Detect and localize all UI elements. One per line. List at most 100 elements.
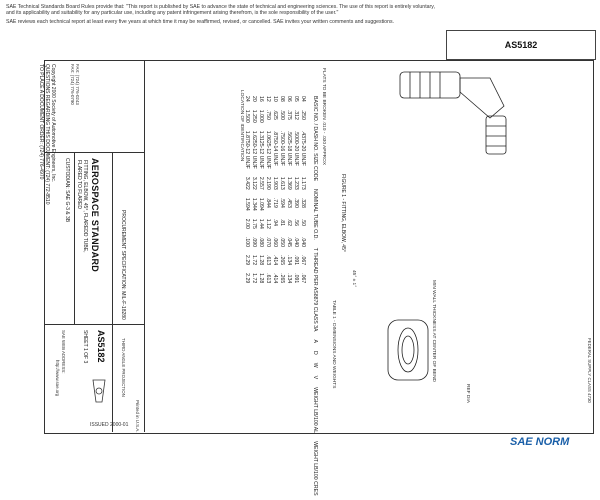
table-cell: .067 <box>300 273 306 284</box>
table-cell: .091 <box>293 273 299 284</box>
title-block <box>44 60 145 432</box>
fitting-elbow-body <box>459 77 505 119</box>
table-cell: .091 <box>293 255 299 266</box>
title-block-doc-number: AS5182 <box>96 330 106 363</box>
table-cell: .060 <box>272 236 278 248</box>
note-flats: FLATS TO BE BROKEN .010 - .030 APPROX <box>321 68 326 166</box>
table-cell: 10 <box>272 96 278 102</box>
figure-caption: FIGURE 1 - FITTING, ELBOW, 45° <box>340 174 346 252</box>
table-cell: 1.369 <box>286 176 292 190</box>
table-cell: .100 <box>244 236 250 248</box>
table-cell: 1.12 <box>265 218 271 229</box>
fitting-hex-right <box>485 115 507 155</box>
table-cell: 1.500 <box>244 109 250 123</box>
table-cell: 3.422 <box>244 176 250 190</box>
table-cell: 1.233 <box>293 176 299 190</box>
table-cell: .250 <box>300 109 306 120</box>
table-cell: 2.29 <box>244 273 250 284</box>
notice-paragraph-1: SAE Technical Standards Board Rules prov… <box>6 4 435 17</box>
table-cell: 05 <box>293 96 299 102</box>
fax-1: FAX: (724) 776-0243 <box>75 64 80 105</box>
contact-block: Copyright 2000 Society of Automotive Eng… <box>38 64 56 205</box>
table-cell: .040 <box>300 236 306 248</box>
table-cell: 2.00 <box>244 218 250 229</box>
federal-supply-class: FEDERAL SUPPLY CLASS 4730 <box>587 338 592 403</box>
third-angle-symbol <box>92 379 106 403</box>
table-cell: .080 <box>258 236 264 248</box>
document-number-box: AS5182 <box>446 30 596 60</box>
table-cell: .050 <box>279 236 285 248</box>
table-cell: 06 <box>286 96 292 102</box>
procurement-spec: PROCUREMENT SPECIFICATION: MIL-F-18280 <box>120 210 126 320</box>
document-number: AS5182 <box>504 40 538 50</box>
table-header: T THREAD PER AS8879 CLASS 3A <box>312 247 318 332</box>
web-address-label: SAE WEB ADDRESS: <box>61 330 66 374</box>
table-cell: 04 <box>300 96 306 102</box>
table-cell: .134 <box>286 273 292 284</box>
table-cell: .94 <box>272 218 278 227</box>
table-cell: .50 <box>300 218 306 227</box>
table-cell: .390 <box>293 197 299 208</box>
table-cell: 1.28 <box>258 255 264 266</box>
table-cell: 2.29 <box>244 255 250 266</box>
table-cell: .625 <box>272 109 278 120</box>
table-cell: .500 <box>279 109 285 120</box>
table-cell: .312 <box>293 109 299 120</box>
table-cell: .134 <box>286 255 292 266</box>
table-cell: 1.44 <box>258 218 264 229</box>
dimension-table-grid: BASIC NO. / DASH NO. SIZE CODE NOMINAL T… <box>311 92 318 500</box>
table-header: D <box>312 350 318 355</box>
table-cell: 1.0625-12 UNJF <box>265 130 271 169</box>
note-angle: 45° ± 1° <box>351 270 356 288</box>
notice-paragraph-2: SAE reviews each technical report at lea… <box>6 18 394 25</box>
table-cell: 1.344 <box>251 197 257 211</box>
third-angle-label: THIRD ANGLE PROJECTION <box>121 338 126 397</box>
table-cell: .067 <box>300 255 306 266</box>
dimension-table: BASIC NO. / DASH NO. SIZE CODE NOMINAL T… <box>311 92 318 500</box>
table-cell: 12 <box>265 96 271 102</box>
note-wrench: MIN WALL THICKNESS AT CENTER OF BEND <box>431 280 436 382</box>
table-cell: 16 <box>258 96 264 102</box>
table-cell: .56 <box>293 218 299 227</box>
table-cell: .453 <box>286 197 292 208</box>
table-cell: 1.594 <box>244 197 250 211</box>
table-cell: .265 <box>279 273 285 284</box>
title-block-divider <box>44 324 144 325</box>
table-header: W <box>312 362 318 368</box>
fax-2: FAX: (724) 776-0790 <box>70 64 75 105</box>
table-cell: 1.75 <box>251 218 257 229</box>
table-cell: .5000-20 UNJF <box>293 130 299 166</box>
table-header: NOMINAL TUBE O.D. <box>312 189 318 240</box>
table-header: WEIGHT LB/100 AL <box>312 387 318 434</box>
table-cell: .5625-18 UNJF <box>286 130 292 166</box>
table-cell: .81 <box>279 218 285 227</box>
fitting-drawing <box>399 71 507 155</box>
table-cell: 2.557 <box>258 176 264 190</box>
printed-label: Printed in U.S.A. <box>135 400 140 433</box>
table-cell: .375 <box>286 109 292 120</box>
table-cell: 1.72 <box>251 273 257 284</box>
table-cell: .750 <box>265 109 271 120</box>
usage-notice: SAE Technical Standards Board Rules prov… <box>6 4 444 27</box>
table-cell: .265 <box>279 255 285 266</box>
table-cell: .613 <box>265 273 271 284</box>
table-header-row: BASIC NO. / DASH NO. SIZE CODE NOMINAL T… <box>311 92 318 500</box>
table-cell: .090 <box>251 236 257 248</box>
table-cell: .070 <box>265 236 271 248</box>
note-dia: REF DIA <box>465 384 470 403</box>
table-cell: .594 <box>279 197 285 208</box>
table-cell: 08 <box>279 96 285 102</box>
table-cell: .414 <box>272 255 278 266</box>
table-cell: .8750-14 UNJF <box>272 130 278 166</box>
table-cell: 24 <box>244 96 250 102</box>
table-header: BASIC NO. / DASH NO. SIZE CODE <box>312 96 318 182</box>
